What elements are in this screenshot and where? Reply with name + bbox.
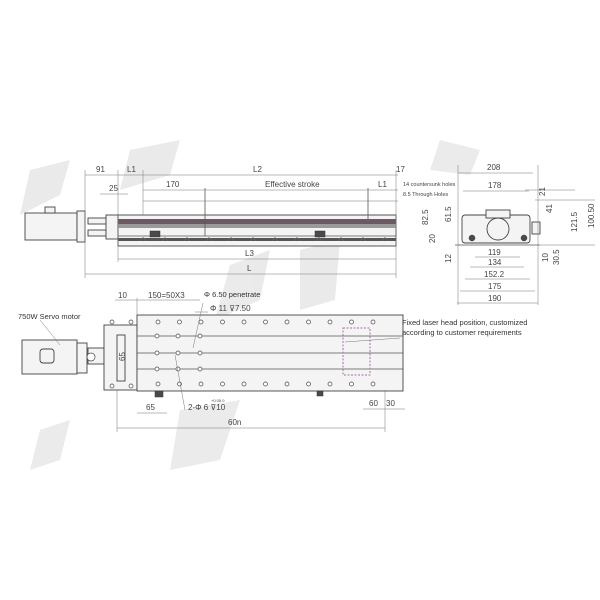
dim-190: 190 [488,294,502,303]
mounting-hole [263,381,268,387]
rail-tooth [227,236,235,242]
laser-head-area [342,327,371,376]
mounting-hole [154,366,160,372]
mounting-hole [154,350,160,356]
laser-note-line-2: according to customer requirements [402,328,522,337]
dim-21: 21 [538,187,547,196]
side-view: 208 178 14 countersunk holes 8.5 Through… [403,163,596,305]
dim-l1-left: L1 [127,165,136,174]
dim-17: 17 [396,165,405,174]
mounting-hole [284,319,290,325]
rail-tooth [249,236,257,242]
dim-82-5: 82.5 [421,209,430,225]
dim-60n: 60n [228,418,241,427]
dim-12: 12 [444,254,453,263]
mounting-hole [306,319,311,325]
dim-10-bottom: 10 [118,291,127,300]
mounting-hole [263,319,268,325]
mounting-hole [349,381,354,387]
mounting-hole [175,333,181,339]
laser-note-line-1: Fixed laser head position, customized [402,318,527,327]
rail-tooth [139,236,147,242]
bottom-view: 10 150=50X3 Φ 6.50 penetrate Φ 11 ⊽7.50 … [18,290,527,432]
dim-152-2: 152.2 [484,270,505,279]
rail-tooth [381,236,389,242]
mounting-hole [306,381,311,387]
dim-l: L [247,264,252,273]
dim-91: 91 [96,165,105,174]
servo-motor-label: 750W Servo motor [18,312,81,321]
mounting-hole [241,319,247,325]
dim-l3: L3 [245,249,254,258]
mounting-hole [175,350,181,356]
dim-208: 208 [487,163,501,172]
dim-65: 65 [146,403,155,412]
dim-150-spacing: 150=50X3 [148,291,185,300]
rail-tooth [271,236,279,242]
dim-60: 60 [369,399,378,408]
mounting-hole [284,381,290,387]
rail-tooth [183,236,191,242]
mounting-hole [197,333,203,339]
servo-motor-top [24,212,78,241]
mounting-hole [370,319,376,325]
mounting-hole [327,381,333,387]
mounting-hole [197,366,203,372]
dim-l2: L2 [253,165,262,174]
mounting-hole [198,319,204,325]
mounting-hole [177,381,182,387]
dim-134: 134 [488,258,502,267]
hole-penetrate-note: Φ 6.50 penetrate [204,290,260,299]
dim-178: 178 [488,181,502,190]
mounting-hole [197,350,203,356]
dim-175: 175 [488,282,502,291]
effective-stroke-label: Effective stroke [265,180,320,189]
dim-l1-right: L1 [378,180,387,189]
rail-tooth [205,236,213,242]
mounting-hole [327,319,333,325]
holes-note-2: 8.5 Through Holes [403,192,448,198]
mounting-hole [154,333,160,339]
mounting-hole [128,383,134,389]
mounting-hole [128,319,134,325]
mounting-hole [241,381,247,387]
mounting-hole [177,319,182,325]
dim-20: 20 [428,234,437,243]
mounting-hole [155,319,161,325]
holes-note-1: 14 countersunk holes [403,182,456,188]
mounting-hole [370,381,376,387]
dim-119: 119 [488,248,501,257]
mounting-hole [349,319,354,325]
mounting-hole [109,383,115,389]
dim-25: 25 [109,184,118,193]
rail-tooth [293,236,301,242]
rail-tooth [359,236,367,242]
mounting-hole [220,381,225,387]
mounting-hole [198,381,204,387]
dim-30: 30 [386,399,395,408]
dim-41: 41 [545,204,554,213]
pin-hole-note: 2-Φ 6 ⊽10 [188,403,226,412]
watermark [20,140,480,470]
mounting-hole [155,381,161,387]
rail-tooth [161,236,169,242]
dim-61-5: 61.5 [444,206,453,222]
dim-121-5: 121.5 [570,211,579,232]
dim-100-50: 100.50 [587,203,596,228]
mounting-hole [109,319,115,325]
dim-65-vertical: 65 [118,352,127,361]
dim-10-side: 10 [541,253,550,262]
dim-170: 170 [166,180,180,189]
mounting-hole [220,319,225,325]
top-view: 91 L1 L2 17 25 170 Effective stroke L1 L… [24,165,405,278]
dim-30-5: 30.5 [552,249,561,265]
hole-counterbore-note: Φ 11 ⊽7.50 [210,304,251,313]
pin-hole-tolerance: +0.05 0 [211,398,225,403]
rail-tooth [337,236,345,242]
